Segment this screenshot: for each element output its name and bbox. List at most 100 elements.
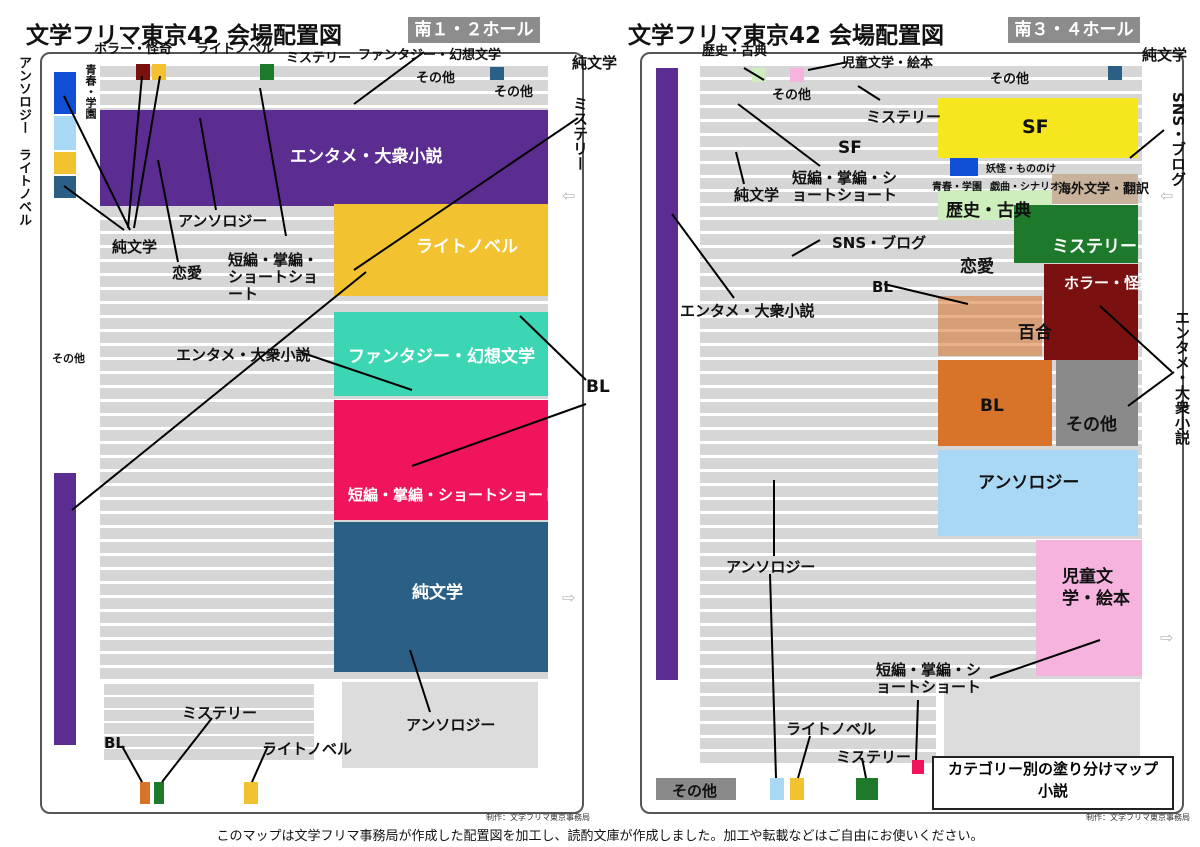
left-door-arrow-2: ⇨ <box>562 588 576 607</box>
left-label-sonota-side: その他 <box>52 352 85 365</box>
seat-row <box>700 374 936 385</box>
left-map-title: 文学フリマ東京42 会場配置図 <box>26 23 343 49</box>
seat-row <box>104 710 314 721</box>
seat-row <box>100 220 548 231</box>
right-map-title: 文学フリマ東京42 会場配置図 <box>628 23 945 49</box>
left-hall-badge: 南１・２ホール <box>408 17 540 43</box>
seat-row <box>700 542 936 553</box>
seat-row <box>100 514 548 525</box>
seat-row <box>936 66 1142 77</box>
seat-row <box>104 684 314 695</box>
right-label-youkai: 妖怪・もののけ <box>986 164 1056 175</box>
right-label-sonota-top-2: その他 <box>772 88 812 103</box>
right-jido-cell <box>790 68 804 82</box>
footer-note: このマップは文学フリマ事務局が作成した配置図を加工し、読酌文庫が作成しました。加… <box>216 829 984 844</box>
legend-line-1: カテゴリー別の塗り分けマップ <box>947 760 1158 778</box>
seat-row <box>100 276 548 287</box>
seat-row <box>700 262 936 273</box>
seat-row <box>700 304 936 315</box>
seat-row <box>700 220 936 231</box>
left-region-lightnovel-side <box>54 152 76 174</box>
left-region-entame-sidebar <box>54 473 76 745</box>
right-label-junbungaku-mid: 純文学 <box>734 186 780 204</box>
left-label-mystery-top: ミステリー <box>286 51 352 66</box>
left-label-anthology-side: アンソロジー <box>16 56 31 134</box>
right-label-tanpen-mid: 短編・掌編・ショートショート <box>792 169 898 204</box>
seat-row <box>700 458 936 469</box>
seat-row <box>936 444 1142 455</box>
seat-row <box>104 736 314 747</box>
left-region-fantasy <box>334 312 548 396</box>
seat-row <box>700 500 936 511</box>
seat-row <box>700 234 936 245</box>
right-label-jido-main: 児童文学・絵本 <box>1062 567 1130 609</box>
right-label-seishun: 青春・学園 <box>932 182 982 193</box>
seat-row <box>100 584 548 595</box>
seat-row <box>700 556 936 567</box>
seat-row <box>100 570 548 581</box>
seat-row <box>104 749 314 760</box>
seat-row <box>100 598 548 609</box>
right-sonota-bottom <box>656 778 736 800</box>
left-label-lightnovel-bottom: ライトノベル <box>262 740 353 758</box>
left-region-tanpen <box>334 400 548 520</box>
right-label-tanpen-bottom: 短編・掌編・ショートショート <box>876 661 982 696</box>
left-label-mystery-right: ミステリー <box>571 96 589 171</box>
left-label-junbungaku-mid: 純文学 <box>112 238 158 256</box>
seat-row <box>700 108 936 119</box>
left-label-lightnovel-side: ライトノベル <box>16 148 31 226</box>
right-label-lightnovel-bottom: ライトノベル <box>786 720 877 738</box>
seat-row <box>104 723 314 734</box>
right-label-sns-mid: SNS・ブログ <box>832 234 927 252</box>
right-door-arrow-2: ⇨ <box>1160 628 1174 647</box>
left-label-renai: 恋愛 <box>172 264 203 282</box>
left-mystery-cell <box>260 64 274 80</box>
seat-row <box>700 584 936 595</box>
left-mystery-bottom <box>154 782 164 804</box>
right-label-mystery-main: ミステリー <box>1052 237 1137 257</box>
right-region-yuri <box>938 296 1042 356</box>
left-label-bl-bottom: BL <box>104 734 125 752</box>
right-label-bl-main: BL <box>980 396 1004 416</box>
right-label-entame-side: エンタメ・大衆小説 <box>1173 310 1191 445</box>
right-door-arrow-1: ⇦ <box>1160 186 1174 205</box>
left-lightnovel-bottom <box>244 782 258 804</box>
seat-row <box>100 262 548 273</box>
seat-row <box>100 318 548 329</box>
right-book-area <box>944 682 1140 768</box>
seat-row <box>936 290 1142 301</box>
right-region-entame-sidebar <box>656 68 678 680</box>
right-label-anthology-left: アンソロジー <box>726 558 816 576</box>
left-label-lightnovel-top: ライトノベル <box>196 42 275 57</box>
left-junbungaku-cell <box>490 67 504 80</box>
left-label-horror: ホラー・怪奇 <box>94 42 173 57</box>
right-label-sonota-top-1: その他 <box>990 72 1030 87</box>
seat-row <box>700 150 936 161</box>
right-region-mystery <box>1014 205 1138 263</box>
seat-row <box>700 696 936 707</box>
right-region-seishun <box>950 158 978 176</box>
left-label-tanpen-main: 短編・掌編・ショートショート <box>348 486 559 504</box>
left-region-anthology-side <box>54 116 76 150</box>
seat-row <box>100 626 548 637</box>
left-label-fantasy-main: ファンタジー・幻想文学 <box>348 347 535 367</box>
seat-row <box>100 304 548 315</box>
right-label-kaigai: 海外文学・翻訳 <box>1058 182 1150 197</box>
seat-row <box>100 444 548 455</box>
right-region-kaigai <box>1052 174 1138 204</box>
seat-row <box>100 668 548 679</box>
right-label-horror: ホラー・怪奇 <box>1064 274 1155 292</box>
left-label-mystery-bottom: ミステリー <box>182 704 258 722</box>
right-region-bl <box>938 360 1052 446</box>
seat-row <box>100 290 548 301</box>
left-region-lightnovel <box>334 204 548 296</box>
left-label-entame-main: エンタメ・大衆小説 <box>290 147 443 167</box>
seat-row <box>936 262 1142 273</box>
seat-row <box>700 738 936 749</box>
seat-row <box>100 458 548 469</box>
seat-row <box>700 612 936 623</box>
right-label-mystery-top: ミステリー <box>866 108 942 126</box>
right-lightnovel-bottom <box>790 778 804 800</box>
seat-row <box>936 164 1142 175</box>
